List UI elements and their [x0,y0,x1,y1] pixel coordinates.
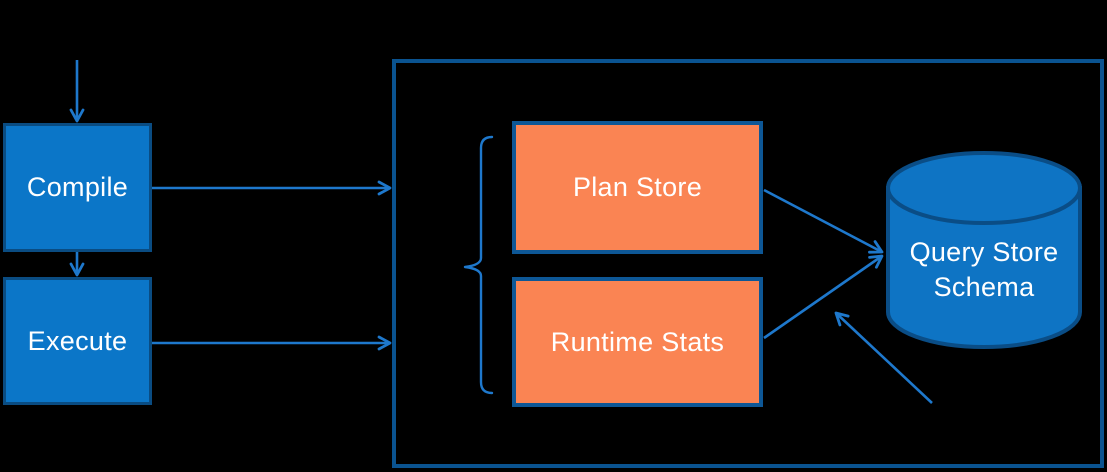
query-store-schema-label-line1: Query Store [909,237,1059,267]
plan-store-label: Plan Store [572,172,703,202]
execute-node: Execute [3,277,152,405]
runtime-stats-node: Runtime Stats [512,277,763,407]
query-store-schema-label: Query Store Schema [888,235,1080,305]
compile-label: Compile [26,172,129,202]
plan-store-node: Plan Store [512,121,763,254]
runtime-stats-label: Runtime Stats [550,326,725,357]
compile-node: Compile [3,123,152,252]
execute-label: Execute [27,325,128,356]
query-store-container-box [392,59,1104,468]
query-store-schema-label-line2: Schema [933,272,1035,302]
